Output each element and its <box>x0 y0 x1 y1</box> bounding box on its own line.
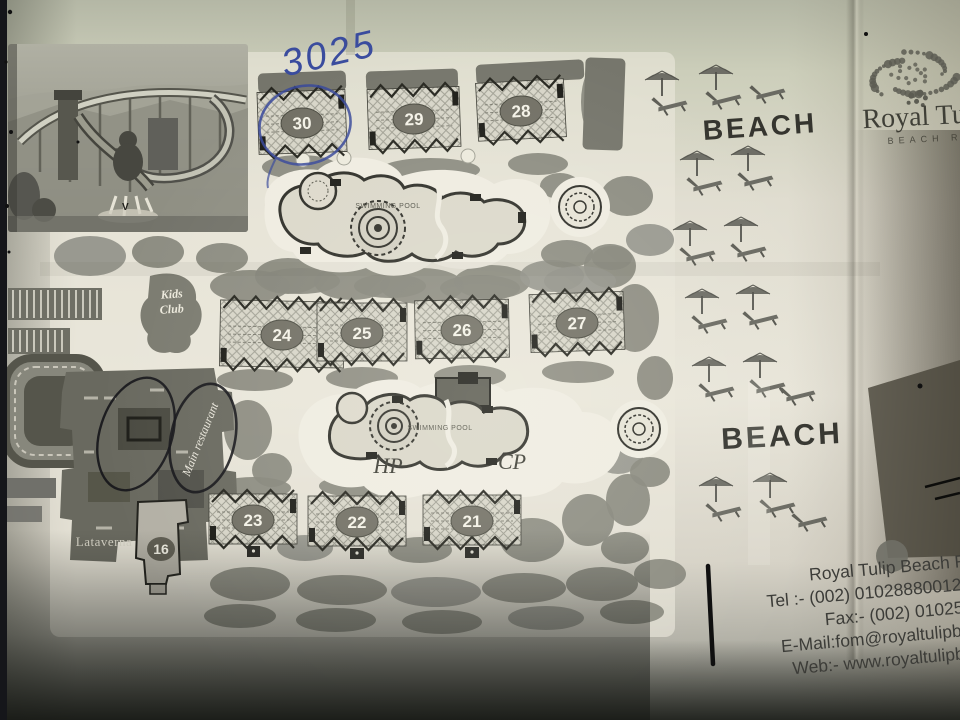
splash <box>108 195 154 217</box>
beach-umbrella-icon <box>698 64 734 90</box>
figure <box>113 143 143 181</box>
slide-tower-2 <box>148 118 178 170</box>
parking-area <box>8 288 102 354</box>
sun-lounger-icon <box>705 91 742 110</box>
royal-tulip-logo: Royal Tu BEACH RE <box>862 49 960 146</box>
roads-left <box>0 478 56 522</box>
brand-name: Royal Tu <box>862 99 960 135</box>
logo-tree-icon <box>869 49 960 108</box>
parking-spaces <box>12 330 63 352</box>
slide-tower <box>58 96 78 180</box>
aqua-mark: V <box>122 202 129 213</box>
stone-blob <box>54 236 126 276</box>
background-gap <box>868 360 960 558</box>
edge-specks <box>4 9 923 389</box>
photo-edge <box>0 0 7 720</box>
pen-vertical-line <box>705 563 716 667</box>
high-flume-slide <box>18 90 247 144</box>
parking-spaces <box>12 290 98 318</box>
sun-lounger-icon <box>749 85 786 104</box>
parking-lot <box>8 328 70 354</box>
